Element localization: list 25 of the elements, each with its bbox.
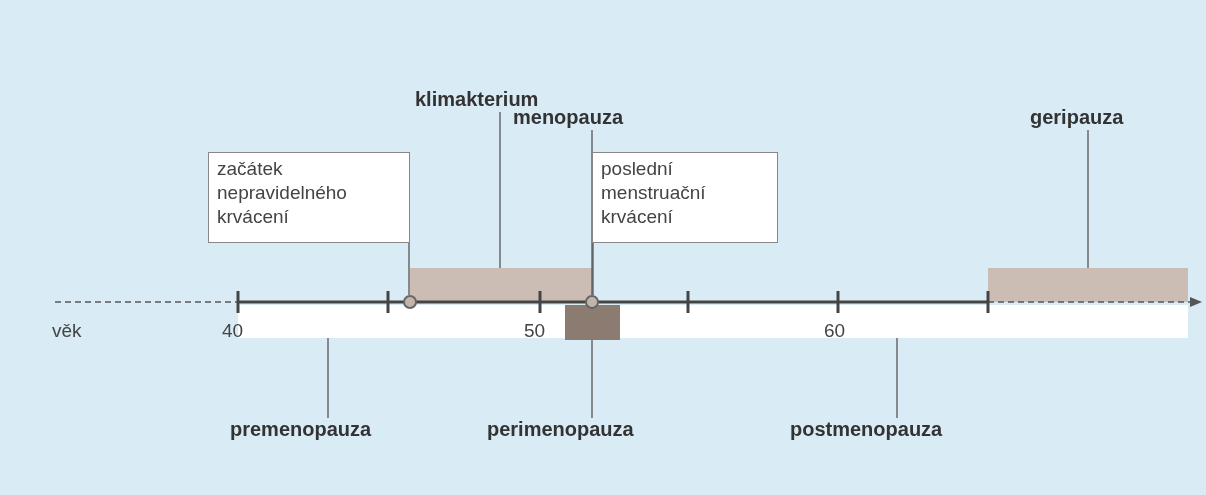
callout-box (208, 152, 410, 243)
leader-line (327, 337, 329, 419)
leader-line (591, 339, 593, 419)
event-marker (585, 295, 599, 309)
tick-label: 50 (524, 320, 546, 342)
tick-label: 60 (824, 320, 846, 342)
phase-label: premenopauza (230, 418, 372, 441)
phase-label: geripauza (1030, 106, 1124, 129)
phase-label: postmenopauza (790, 418, 943, 441)
axis-title: věk (52, 320, 82, 342)
phase-band (410, 268, 592, 302)
tick-label: 40 (222, 320, 244, 342)
phase-block (565, 305, 620, 340)
leader-line (1087, 129, 1089, 269)
leader-line (499, 111, 501, 269)
callout-text: začátek nepravidelného krvácení (217, 157, 348, 229)
callout-box (592, 152, 778, 243)
phase-label: perimenopauza (487, 418, 634, 441)
leader-line (591, 129, 593, 296)
leader-line (408, 242, 410, 296)
age-strip (620, 305, 1188, 338)
leader-line (896, 337, 898, 419)
phase-band (988, 268, 1188, 302)
event-marker (403, 295, 417, 309)
callout-text: poslední menstruační krvácení (601, 157, 707, 229)
